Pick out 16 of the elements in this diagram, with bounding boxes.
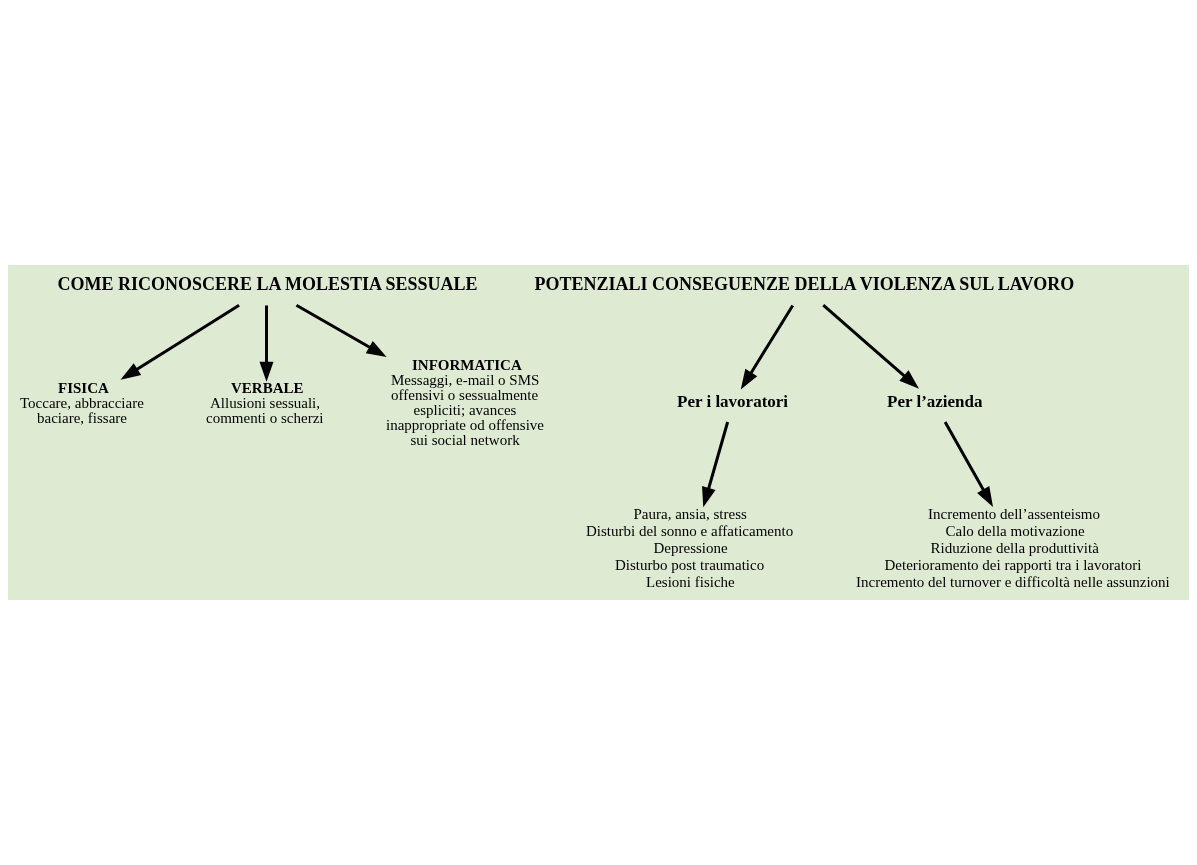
node-text: Per i lavoratori [677,392,789,412]
arrow [259,305,274,382]
arrow [702,421,730,508]
arrow [295,303,387,358]
arrow [120,303,240,380]
node-text: COME RICONOSCERE LA MOLESTIA SESSUALE [57,274,478,295]
arrow [943,421,994,507]
node-text: INFORMATICA Messaggi, e-mail o SMS offensivi o sessualmente espliciti; avances inappropriate od offensive sui social network [386,357,545,448]
node-text: FISICA Toccare, abbracciare baciare, fissare [20,379,144,426]
node-text: Paura, ansia, stress Disturbi del sonno e affaticamento Depressione Disturbo post traumatico Lesioni fisiche [586,506,794,590]
node-text: VERBALE Allusioni sessuali, commenti o scherzi [206,379,324,426]
node-text: POTENZIALI CONSEGUENZE DELLA VIOLENZA SUL LAVORO [534,274,1075,295]
node-text: Per l’azienda [887,392,983,412]
arrow [740,304,794,390]
arrow [822,304,920,389]
node-text: Incremento dell’assenteismo Calo della motivazione Riduzione della produttività Deterioramento dei rapporti tra i lavoratori Incremento del turnover e difficoltà nelle assunzioni [856,506,1170,590]
